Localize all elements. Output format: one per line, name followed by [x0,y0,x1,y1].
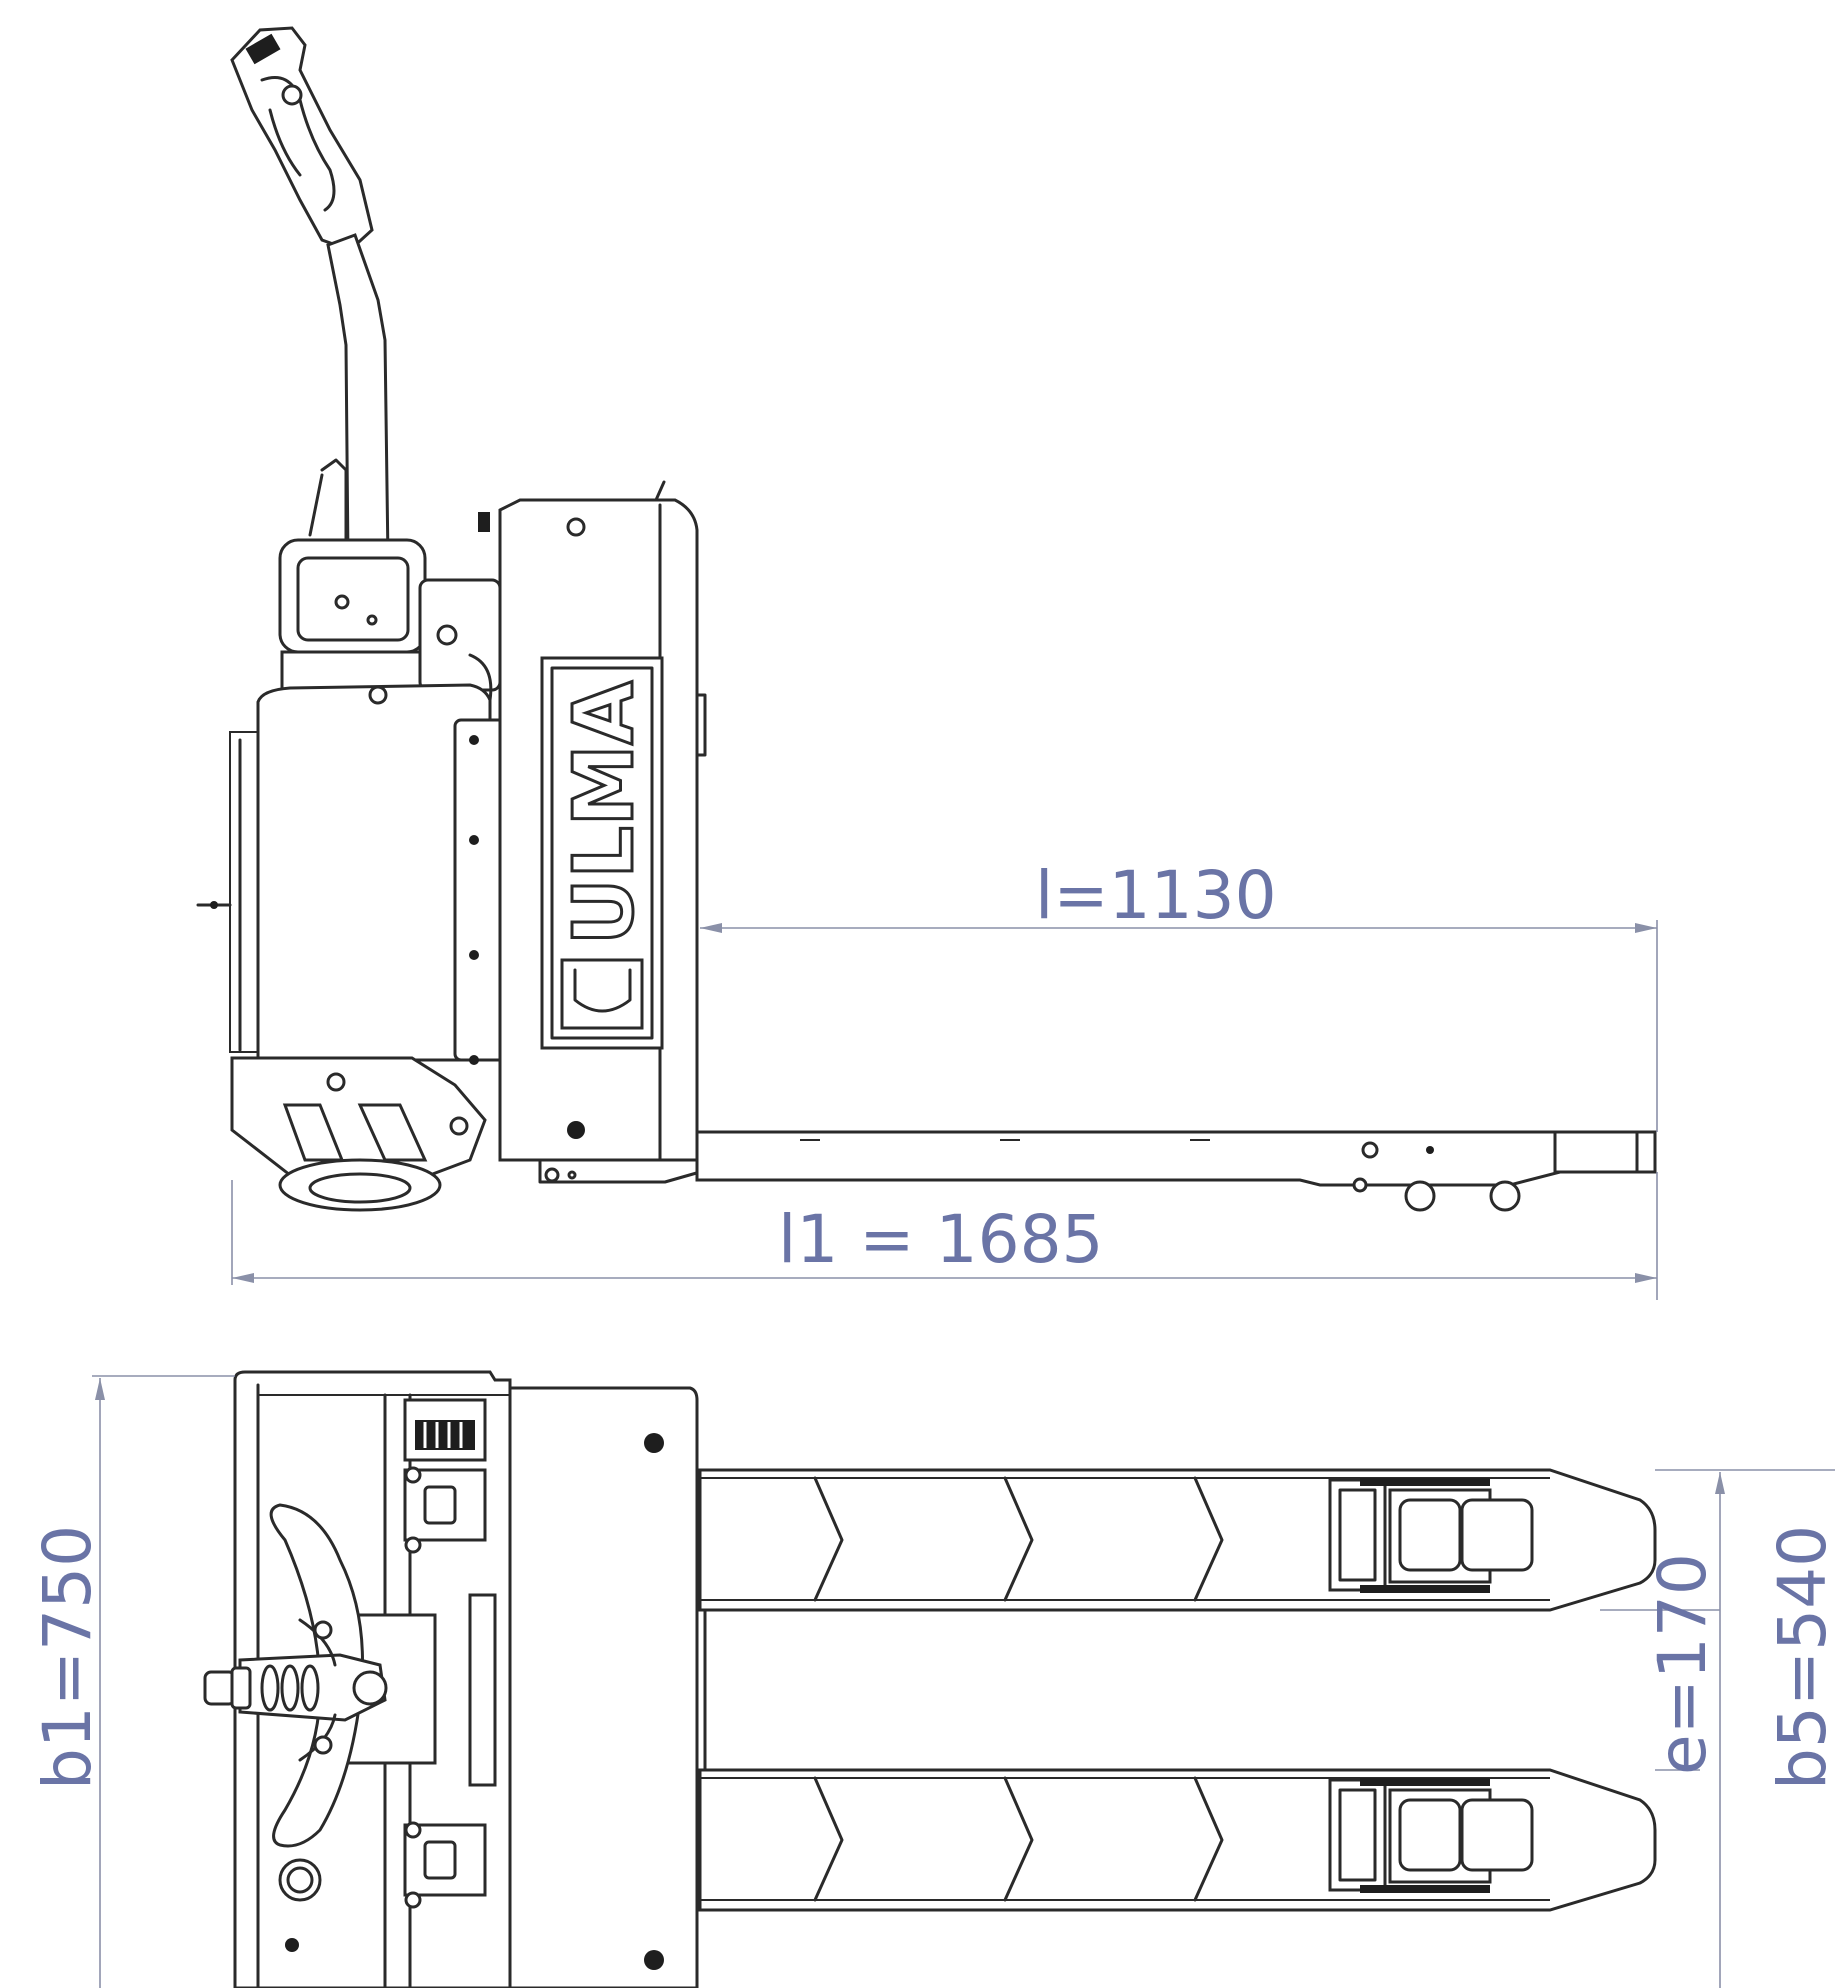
main-body-top [508,1386,707,1988]
dimension-b5-label: b5=540 [1764,1525,1835,1790]
ulma-logo-text: ULMA [557,681,652,945]
dimension-l-label: l=1130 [1035,857,1277,934]
dimension-b1: b1=750 [29,1375,235,1988]
dimension-e-label: e=170 [1644,1553,1721,1775]
steering-handle-top [203,1503,388,1848]
dimension-b1-label: b1=750 [29,1525,106,1790]
dimension-e: e=170 [1600,1553,1721,1775]
fork-top-upper [698,1468,1657,1612]
dimension-l1-label: l1 = 1685 [778,1201,1104,1278]
tiller-handle [230,26,390,562]
grille [415,1420,475,1450]
fork-side [695,1130,1657,1212]
dimension-l: l=1130 [700,857,1658,1132]
dimension-l1: l1 = 1685 [231,1172,1658,1300]
battery-compartment [196,683,527,1065]
dimension-b5: b5=540 [1655,1469,1835,1988]
drive-wheel-housing [230,1056,487,1212]
side-view: ULMA l=1130 [196,26,1658,1300]
truck-main-body: ULMA [478,480,707,1184]
handle-mount [278,458,502,702]
fork-top-lower [698,1768,1657,1912]
top-view: b1=750 e=170 b5=540 [29,1370,1835,1988]
